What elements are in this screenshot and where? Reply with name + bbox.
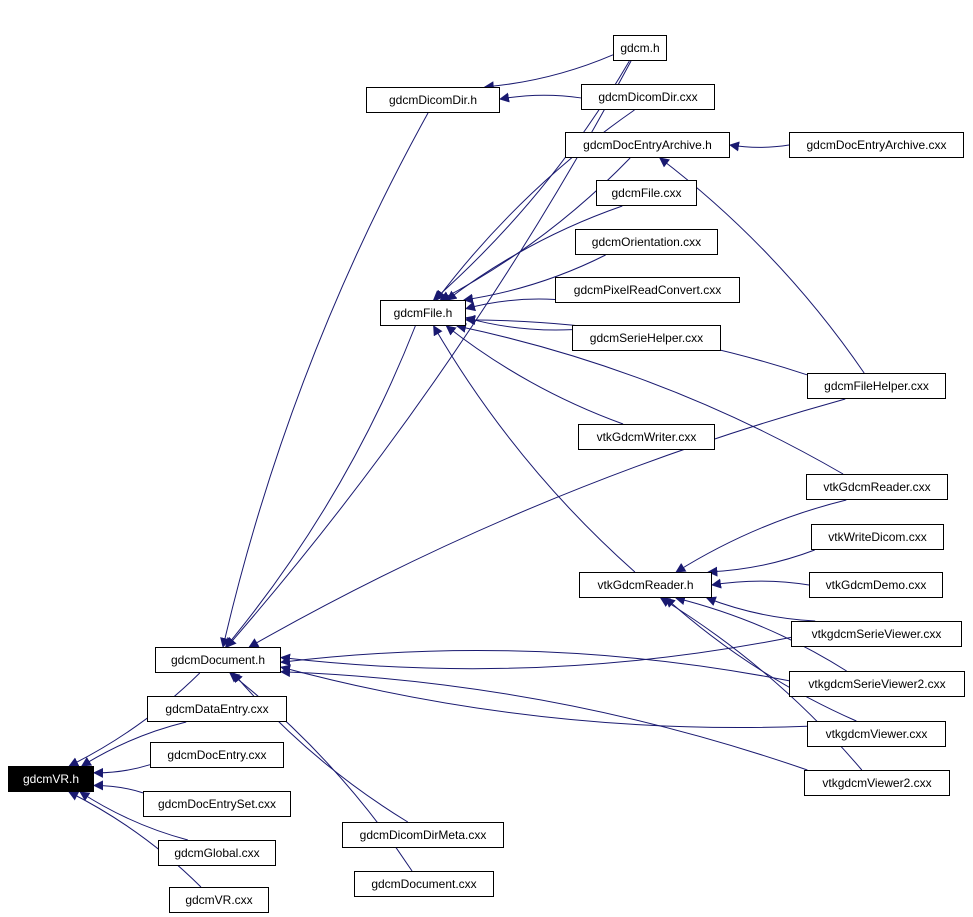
edge-n_vtkgdcmdemo_cxx-to-n_vtkgdcmreader_h bbox=[711, 578, 810, 589]
edge-n_serieviewer_cxx-to-n_vtkgdcmreader_h bbox=[705, 596, 816, 622]
node-gdcmdocentryarchive-cxx[interactable]: gdcmDocEntryArchive.cxx bbox=[789, 132, 964, 158]
node-vtkwritedicom-cxx[interactable]: vtkWriteDicom.cxx bbox=[811, 524, 944, 550]
node-gdcm-h[interactable]: gdcm.h bbox=[613, 35, 667, 61]
node-gdcmfilehelper-cxx[interactable]: gdcmFileHelper.cxx bbox=[807, 373, 946, 399]
node-vtkgdcmviewer2-cxx[interactable]: vtkgdcmViewer2.cxx bbox=[804, 770, 950, 796]
node-gdcmdocument-cxx[interactable]: gdcmDocument.cxx bbox=[354, 871, 494, 897]
edge-n_filehelper_cxx-to-n_document_h bbox=[248, 398, 846, 648]
node-gdcmfile-cxx[interactable]: gdcmFile.cxx bbox=[596, 180, 697, 206]
node-vtkgdcmwriter-cxx[interactable]: vtkGdcmWriter.cxx bbox=[578, 424, 715, 450]
node-gdcmdocentryset-cxx[interactable]: gdcmDocEntrySet.cxx bbox=[143, 791, 291, 817]
node-vtkgdcmreader-cxx[interactable]: vtkGdcmReader.cxx bbox=[806, 474, 948, 500]
edge-n_gdcm_h-to-n_dicomdir_h bbox=[483, 54, 614, 92]
edge-n_docentryset_cxx-to-n_vr_h bbox=[93, 780, 144, 794]
edge-n_dicomdir_cxx-to-n_dicomdir_h bbox=[499, 92, 582, 103]
node-gdcmvr-h-root[interactable]: gdcmVR.h bbox=[8, 766, 94, 792]
node-vtkgdcmdemo-cxx[interactable]: vtkGdcmDemo.cxx bbox=[809, 572, 943, 598]
edge-n_docentry_cxx-to-n_vr_h bbox=[93, 764, 151, 778]
node-gdcmdicomdir-cxx[interactable]: gdcmDicomDir.cxx bbox=[581, 84, 715, 110]
edge-n_viewer2_cxx-to-n_document_h bbox=[280, 667, 808, 771]
node-gdcmdicomdirmeta-cxx[interactable]: gdcmDicomDirMeta.cxx bbox=[342, 822, 504, 848]
edge-n_pixelreadconvert_cxx-to-n_file_h bbox=[465, 298, 556, 312]
edge-n_file_h-to-n_document_h bbox=[225, 325, 416, 648]
node-gdcmdocentry-cxx[interactable]: gdcmDocEntry.cxx bbox=[150, 742, 284, 768]
edge-n_seriehelper_cxx-to-n_file_h bbox=[465, 315, 573, 331]
edge-n_serieviewer2_cxx-to-n_document_h bbox=[280, 649, 790, 682]
node-gdcmfile-h[interactable]: gdcmFile.h bbox=[380, 300, 466, 326]
node-vtkgdcmreader-h[interactable]: vtkGdcmReader.h bbox=[579, 572, 712, 598]
node-gdcmdataentry-cxx[interactable]: gdcmDataEntry.cxx bbox=[147, 696, 287, 722]
node-gdcmdocument-h[interactable]: gdcmDocument.h bbox=[155, 647, 281, 673]
edge-n_viewer_cxx-to-n_document_h bbox=[280, 664, 808, 728]
node-vtkgdcmserieviewer2-cxx[interactable]: vtkgdcmSerieViewer2.cxx bbox=[789, 671, 965, 697]
node-gdcmorientation-cxx[interactable]: gdcmOrientation.cxx bbox=[575, 229, 718, 255]
node-gdcmdocentryarchive-h[interactable]: gdcmDocEntryArchive.h bbox=[565, 132, 730, 158]
edge-n_docentryarchive_cxx-to-n_docentryarchive_h bbox=[729, 141, 790, 152]
node-gdcmseriehelper-cxx[interactable]: gdcmSerieHelper.cxx bbox=[572, 325, 721, 351]
edge-n_vtkwritedicom_cxx-to-n_vtkgdcmreader_h bbox=[707, 549, 815, 577]
node-gdcmdicomdir-h[interactable]: gdcmDicomDir.h bbox=[366, 87, 500, 113]
node-vtkgdcmserieviewer-cxx[interactable]: vtkgdcmSerieViewer.cxx bbox=[791, 621, 962, 647]
edge-n_viewer_cxx-to-n_vtkgdcmreader_h bbox=[664, 597, 857, 722]
node-gdcmglobal-cxx[interactable]: gdcmGlobal.cxx bbox=[158, 840, 276, 866]
node-gdcmvr-cxx[interactable]: gdcmVR.cxx bbox=[169, 887, 269, 913]
node-gdcmpixelreadconvert-cxx[interactable]: gdcmPixelReadConvert.cxx bbox=[555, 277, 740, 303]
edge-n_serieviewer_cxx-to-n_document_h bbox=[280, 636, 792, 670]
node-vtkgdcmviewer-cxx[interactable]: vtkgdcmViewer.cxx bbox=[807, 721, 946, 747]
edge-n_dicomdir_h-to-n_document_h bbox=[220, 112, 429, 648]
